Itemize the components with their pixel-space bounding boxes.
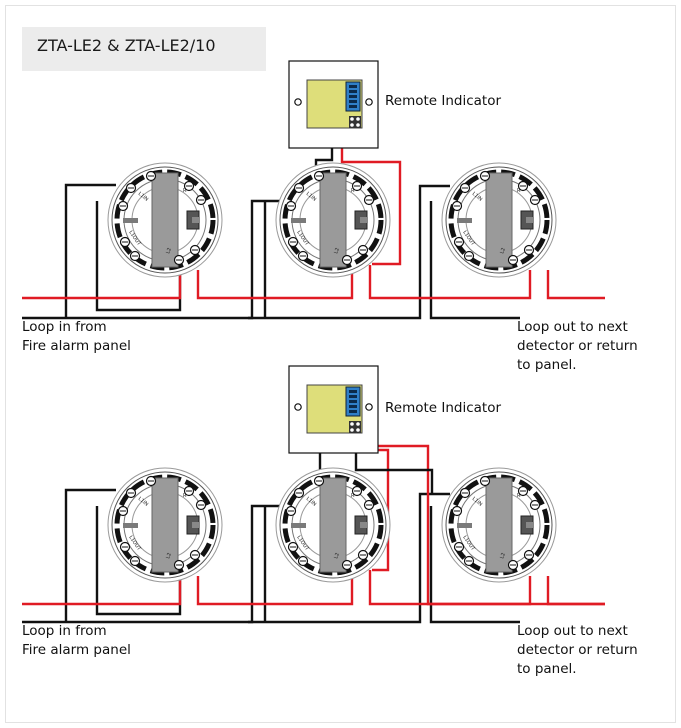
base-label-l2: L2 xyxy=(499,552,507,560)
base-label-l2: L2 xyxy=(499,247,507,255)
base-label-r: R xyxy=(183,188,187,194)
base-label-r: R xyxy=(351,188,355,194)
base-label-r: R xyxy=(517,493,521,499)
loop-in-label-1-line1: Loop in from xyxy=(22,319,107,335)
wire-red-out-1 xyxy=(546,270,605,300)
base-label-l1in: L1IN xyxy=(137,191,150,203)
loop-out-label-1-line3: to panel. xyxy=(517,357,577,373)
wire-black-2-2 xyxy=(248,492,450,624)
loop-out-label-1-line1: Loop out to next xyxy=(517,319,628,335)
loop-out-label-2-line3: to panel. xyxy=(517,661,577,677)
wire-black-in-2 xyxy=(64,488,116,622)
page-title: ZTA-LE2 & ZTA-LE2/10 xyxy=(37,36,216,55)
title-box xyxy=(22,27,266,71)
loop-out-label-2-line2: detector or return xyxy=(517,642,638,658)
remote-indicator-label-1: Remote Indicator xyxy=(385,93,502,109)
wire-red-2-2 xyxy=(196,570,354,606)
base-label-r: R xyxy=(351,493,355,499)
wire-red-2 xyxy=(196,265,354,300)
base-label-l1in: L1IN xyxy=(305,191,318,203)
base-label-l1in: L1IN xyxy=(471,496,484,508)
wire-black-in-1 xyxy=(64,183,116,318)
base-label-l2: L2 xyxy=(333,552,341,560)
loop-in-label-2-line1: Loop in from xyxy=(22,623,107,639)
wire-black-3 xyxy=(429,201,520,320)
wire-red-3 xyxy=(368,265,532,300)
base-label-l1in: L1IN xyxy=(137,496,150,508)
screw-icon xyxy=(365,403,373,411)
base-label-l2: L2 xyxy=(165,552,173,560)
wire-red-in-1 xyxy=(22,270,182,300)
screw-icon xyxy=(294,403,302,411)
screw-icon xyxy=(365,98,373,106)
loop-out-label-2-line1: Loop out to next xyxy=(517,623,628,639)
screw-icon xyxy=(294,98,302,106)
remote-indicator-icon xyxy=(288,60,379,149)
wire-black-remote-2b xyxy=(354,440,434,494)
wire-red-2-in xyxy=(22,576,182,606)
wire-black-loop-2 xyxy=(22,504,288,624)
base-label-r: R xyxy=(183,493,187,499)
wire-black-2 xyxy=(248,184,450,320)
wire-black-loop-1 xyxy=(22,199,288,320)
base-label-l2: L2 xyxy=(333,247,341,255)
loop-in-label-2-line2: Fire alarm panel xyxy=(22,642,131,658)
wire-red-2-out xyxy=(546,576,605,606)
wire-black-2-3 xyxy=(429,506,520,624)
base-label-l2: L2 xyxy=(165,247,173,255)
base-label-l1in: L1IN xyxy=(305,496,318,508)
loop-in-label-1-line2: Fire alarm panel xyxy=(22,338,131,354)
remote-indicator-label-2: Remote Indicator xyxy=(385,400,502,416)
base-label-l1in: L1IN xyxy=(471,191,484,203)
base-label-r: R xyxy=(517,188,521,194)
remote-indicator-icon xyxy=(288,365,379,454)
loop-out-label-1-line2: detector or return xyxy=(517,338,638,354)
